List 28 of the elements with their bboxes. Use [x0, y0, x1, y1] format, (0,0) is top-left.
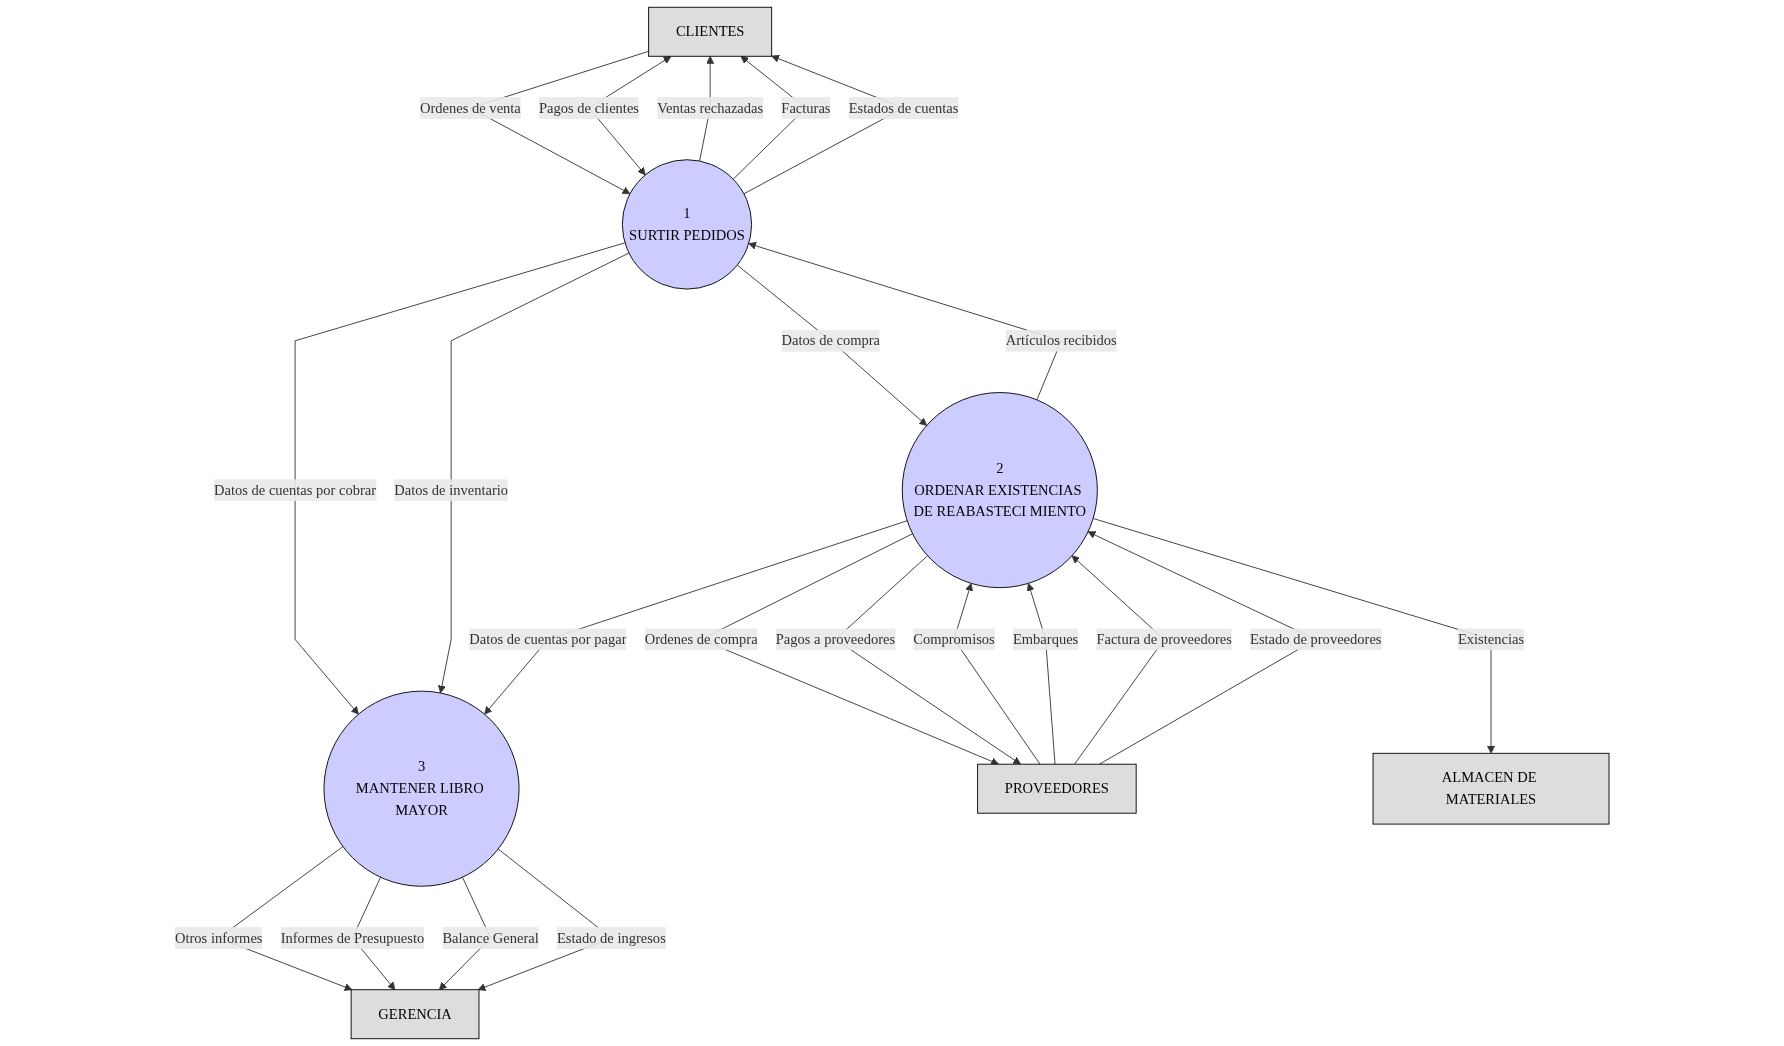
edge-label: Ordenes de compra: [644, 631, 758, 647]
edge-label: Ventas rechazadas: [657, 99, 764, 116]
node-circle: 2 ORDENAR EXISTENCIAS DE REABASTECI MIENTO: [901, 392, 1098, 589]
edge-label: Artículos recibidos: [1005, 332, 1117, 349]
node-circle: 3 MANTENER LIBRO MAYOR: [323, 690, 520, 887]
edge-label: Embarques: [1012, 631, 1079, 647]
node-box: PROVEEDORES: [977, 763, 1137, 814]
edge-label: Facturas: [781, 99, 831, 116]
edge-label: Existencias: [1457, 631, 1525, 647]
edge-label: Ordenes de venta: [420, 99, 521, 116]
edge-label: Datos de cuentas por cobrar: [214, 481, 377, 498]
edge-label: Pagos de clientes: [538, 99, 639, 116]
edge-label: Datos de compra: [781, 332, 881, 349]
node-box: GERENCIA: [350, 989, 480, 1040]
edge-label: Informes de Presupuesto: [280, 929, 425, 946]
edge-label: Pagos a proveedores: [775, 631, 896, 647]
node-box: ALMACEN DE MATERIALES: [1372, 752, 1610, 825]
node-box: CLIENTES: [648, 6, 773, 57]
edge-label: Balance General: [442, 929, 539, 946]
edge-label: Otros informes: [175, 929, 263, 946]
edge-label: Estado de ingresos: [556, 929, 666, 946]
edge-label: Estados de cuentas: [848, 99, 959, 116]
edge-label: Datos de cuentas por pagar: [469, 631, 627, 647]
edge-label: Factura de proveedores: [1096, 631, 1232, 647]
edge-label: Estado de proveedores: [1250, 631, 1382, 647]
node-circle: 1 SURTIR PEDIDOS: [621, 159, 753, 290]
edge-label: Compromisos: [913, 631, 995, 647]
edge-label: Datos de inventario: [394, 481, 509, 498]
